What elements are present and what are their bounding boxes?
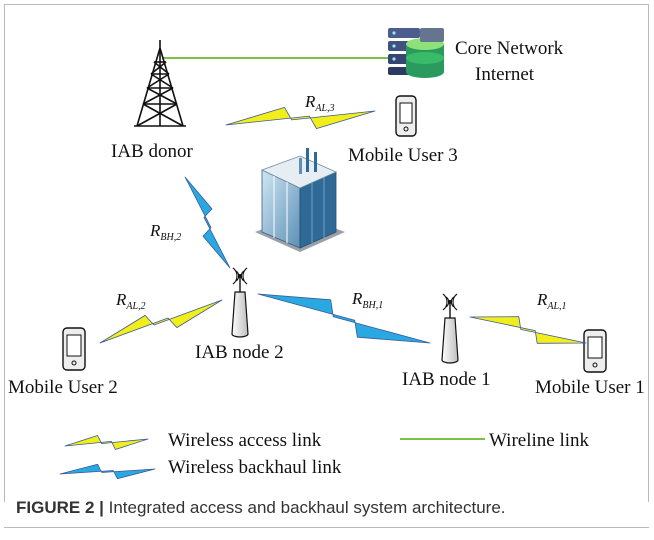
rate-label-bh2: RBH,2: [149, 221, 181, 243]
legend-backhaul-label: Wireless backhaul link: [168, 457, 342, 478]
core-network-label: Core Network: [455, 38, 564, 59]
mobile-user-3-phone-icon: [395, 95, 417, 137]
figure-frame: [4, 4, 649, 502]
rate-label-al3: RAL,3: [304, 92, 335, 114]
internet-label: Internet: [475, 64, 535, 85]
legend-wireline-label: Wireline link: [489, 430, 590, 451]
iab-donor-label: IAB donor: [111, 141, 193, 162]
database-icon: [406, 28, 444, 78]
mobile-user-3-label: Mobile User 3: [348, 145, 458, 166]
building-icon: [255, 148, 345, 252]
rate-label-al2: RAL,2: [115, 290, 146, 312]
access-link-al3: [225, 107, 376, 130]
figure-number: FIGURE 2 |: [16, 498, 104, 517]
iab-node-2-antenna-icon: [231, 267, 249, 338]
figure-caption: FIGURE 2 | Integrated access and backhau…: [16, 498, 646, 518]
mobile-user-2-phone-icon: [62, 327, 86, 371]
access-link-al2: [99, 299, 223, 344]
bottom-rule: [4, 527, 649, 528]
rate-label-bh1: RBH,1: [351, 289, 383, 311]
legend-backhaul-swatch: [59, 463, 156, 480]
access-link-al1: [469, 316, 587, 344]
iab-donor-tower-icon: [134, 40, 186, 127]
iab-node-1-antenna-icon: [441, 293, 459, 364]
iab-node-1-label: IAB node 1: [402, 369, 491, 390]
backhaul-link-bh1: [257, 293, 431, 344]
backhaul-link-bh2: [184, 176, 231, 269]
architecture-diagram: Core Network Internet IAB donor Mobile U…: [8, 28, 645, 480]
iab-node-2-label: IAB node 2: [195, 342, 284, 363]
legend-access-label: Wireless access link: [168, 430, 322, 451]
legend-access-swatch: [64, 435, 149, 450]
mobile-user-2-label: Mobile User 2: [8, 377, 118, 398]
rate-label-al1: RAL,1: [536, 290, 567, 312]
mobile-user-1-phone-icon: [583, 329, 607, 373]
caption-text: Integrated access and backhaul system ar…: [103, 498, 506, 517]
mobile-user-1-label: Mobile User 1: [535, 377, 645, 398]
